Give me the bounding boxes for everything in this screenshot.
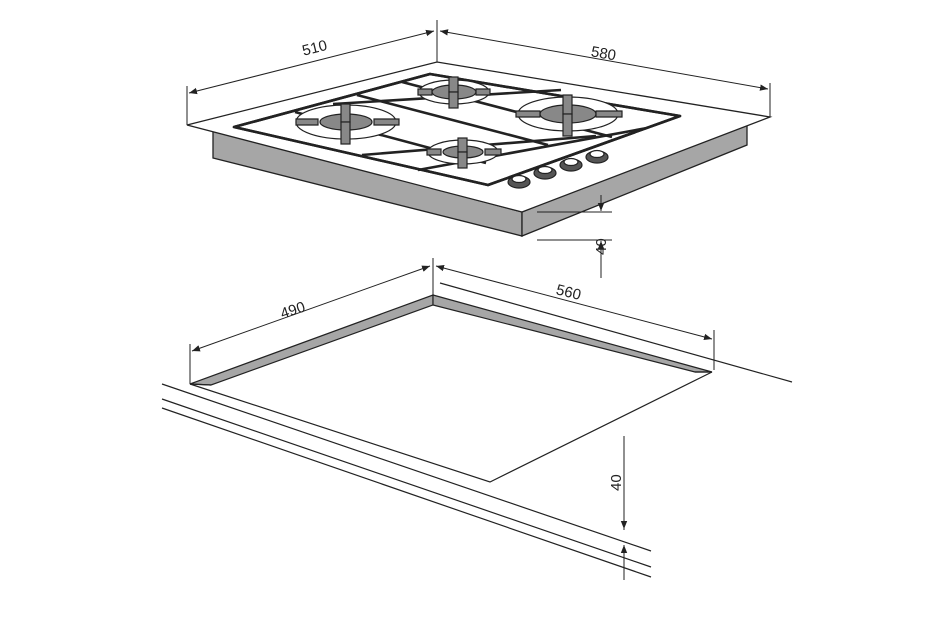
cutout-depth-label: 490 <box>278 299 307 323</box>
hob <box>186 61 773 237</box>
dim-line-510 <box>188 29 435 95</box>
dim-line-580 <box>439 29 769 91</box>
cutout-dimensions <box>189 258 715 580</box>
hob-dimensions <box>186 20 771 278</box>
hob-width-label: 580 <box>590 43 618 64</box>
worktop <box>161 282 793 578</box>
cutout-height-label: 40 <box>608 474 625 491</box>
burner-left <box>295 103 400 145</box>
cutout-opening <box>189 294 713 386</box>
hob-height-label: 40 <box>593 238 610 255</box>
cutout-back-right-wall <box>432 294 713 373</box>
dim-line-560 <box>435 264 713 341</box>
burner-right <box>515 94 623 137</box>
dim-line-490 <box>191 265 431 352</box>
hob-depth-label: 510 <box>301 37 329 60</box>
cutout-width-label: 560 <box>554 281 582 304</box>
control-knobs <box>507 149 609 189</box>
burner-front <box>426 137 502 169</box>
